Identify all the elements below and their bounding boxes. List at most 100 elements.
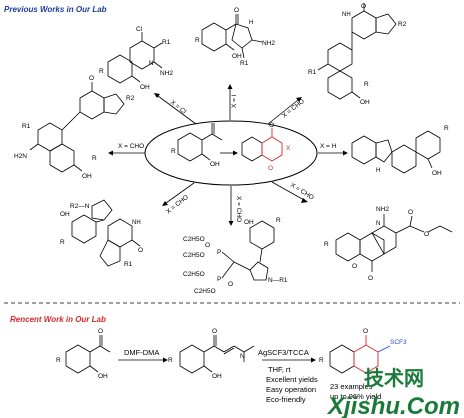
- svg-text:N—R1: N—R1: [268, 277, 288, 284]
- product-top: O NH2 R1 OH R H: [195, 7, 275, 67]
- svg-text:R: R: [364, 81, 369, 88]
- product-top-right: O R2 R1 OH R NH: [308, 3, 407, 106]
- svg-text:X = I: X = I: [231, 94, 238, 108]
- svg-text:X = CHO: X = CHO: [281, 98, 306, 120]
- svg-text:NH2: NH2: [262, 40, 275, 47]
- svg-text:R: R: [319, 357, 324, 364]
- svg-text:NH2: NH2: [160, 70, 173, 77]
- reagent-agscf3: AgSCF3/TCCA: [258, 348, 309, 357]
- svg-text:O: O: [368, 275, 373, 282]
- svg-text:R: R: [60, 239, 65, 246]
- svg-text:P: P: [217, 276, 221, 283]
- arrow-bottom-right: X = CHO: [271, 181, 315, 203]
- svg-text:R2: R2: [398, 21, 407, 28]
- svg-text:P: P: [217, 249, 221, 256]
- svg-text:R: R: [276, 217, 281, 224]
- arrow-left: X = CHO: [108, 143, 145, 156]
- product-left: O R2 R1 H2N OH R: [14, 75, 135, 180]
- watermark-en: Xjishu.Com: [326, 393, 460, 418]
- svg-text:up to 96% yield: up to 96% yield: [330, 392, 381, 401]
- svg-text:X = CHO: X = CHO: [235, 196, 242, 222]
- watermark-cn: 技术网: [364, 366, 424, 390]
- arrow-top: X = I: [227, 84, 238, 120]
- svg-text:Excellent yields: Excellent yields: [266, 375, 318, 384]
- svg-text:O: O: [228, 281, 233, 288]
- product-bottom-left: R2—N OH R O R1 NH: [60, 199, 143, 268]
- svg-text:X = Cl: X = Cl: [169, 99, 188, 116]
- center-molecule-right: O X O: [241, 122, 291, 172]
- svg-text:R2—N: R2—N: [70, 203, 90, 210]
- oh-label: OH: [210, 161, 220, 168]
- svg-text:X = H: X = H: [320, 143, 337, 150]
- arrow-bottom-left: X = CHO: [162, 182, 195, 216]
- product-top-left: Cl R1 NH2 OH R N: [99, 26, 173, 91]
- svg-text:O: O: [424, 231, 429, 238]
- svg-text:NH2: NH2: [376, 206, 389, 213]
- svg-text:NH: NH: [342, 12, 351, 18]
- arrow-step1: DMF-DMA: [118, 348, 168, 363]
- svg-text:OH: OH: [244, 219, 254, 226]
- svg-text:X = CHO: X = CHO: [165, 194, 190, 216]
- svg-text:O: O: [363, 328, 368, 335]
- svg-text:R: R: [195, 37, 200, 44]
- svg-text:OH: OH: [432, 170, 442, 177]
- svg-text:NH: NH: [132, 220, 141, 226]
- svg-text:R: R: [99, 68, 104, 75]
- svg-text:OH: OH: [232, 53, 242, 60]
- header-recent: Rencent Work in Our Lab: [10, 315, 106, 324]
- svg-text:OH: OH: [140, 84, 150, 91]
- product-bottom: OH R N—R1 P P C2H5O C2H5O C2H5O C2H5O O …: [183, 217, 288, 295]
- arrow-top-right: X = CHO: [267, 97, 306, 125]
- svg-text:Eco-friendly: Eco-friendly: [266, 395, 306, 404]
- svg-text:23 examples: 23 examples: [330, 382, 373, 391]
- svg-text:C2H5O: C2H5O: [183, 252, 205, 259]
- svg-text:O: O: [205, 242, 210, 249]
- svg-text:R: R: [56, 357, 61, 364]
- svg-text:OH: OH: [98, 373, 108, 380]
- ring-o-label: O: [268, 165, 273, 172]
- svg-text:H: H: [249, 20, 253, 26]
- svg-text:OH: OH: [82, 173, 92, 180]
- svg-text:OH: OH: [212, 373, 222, 380]
- svg-text:R1: R1: [124, 261, 133, 268]
- svg-text:R1: R1: [308, 69, 317, 76]
- svg-text:OH: OH: [360, 99, 370, 106]
- svg-text:R: R: [168, 357, 173, 364]
- svg-text:O: O: [138, 247, 143, 254]
- product-scf3-chromone: O SCF3 R 23 examples up to 96% yield: [319, 328, 407, 401]
- svg-text:R: R: [92, 155, 97, 162]
- svg-text:Easy operation: Easy operation: [266, 385, 316, 394]
- svg-text:R: R: [324, 241, 329, 248]
- svg-text:C2H5O: C2H5O: [183, 236, 205, 243]
- svg-text:C2H5O: C2H5O: [194, 288, 216, 295]
- svg-text:N: N: [149, 61, 153, 67]
- svg-text:O: O: [234, 7, 239, 14]
- scf3-label: SCF3: [390, 339, 407, 346]
- arrow-step2: AgSCF3/TCCA THF, rt Excellent yields Eas…: [258, 348, 318, 404]
- svg-text:X = CHO: X = CHO: [118, 143, 144, 150]
- svg-text:R1: R1: [162, 39, 171, 46]
- product-bottom-right: NH2 O O O O R N: [324, 206, 453, 282]
- chromone-o-label: O: [269, 122, 274, 129]
- svg-text:THF, rt: THF, rt: [268, 365, 291, 374]
- svg-text:H: H: [376, 168, 380, 174]
- reactant-acetophenone: OH O R: [56, 328, 111, 380]
- arrow-top-left: X = Cl: [154, 93, 197, 125]
- svg-text:O: O: [352, 263, 357, 270]
- svg-text:O: O: [98, 328, 103, 335]
- svg-text:R2: R2: [126, 95, 135, 102]
- arrow-bottom: X = CHO: [228, 186, 242, 226]
- svg-text:OH: OH: [60, 211, 70, 218]
- svg-text:N: N: [240, 353, 245, 360]
- svg-text:O: O: [89, 75, 94, 82]
- header-previous: Previous Works in Our Lab: [4, 5, 107, 14]
- svg-text:N: N: [376, 221, 380, 227]
- product-right: OH R H: [351, 125, 449, 177]
- svg-text:C2H5O: C2H5O: [183, 271, 205, 278]
- center-molecule-left: OH R: [171, 123, 223, 168]
- svg-text:R1: R1: [22, 123, 31, 130]
- svg-text:R1: R1: [240, 60, 249, 67]
- svg-text:H2N: H2N: [14, 153, 27, 160]
